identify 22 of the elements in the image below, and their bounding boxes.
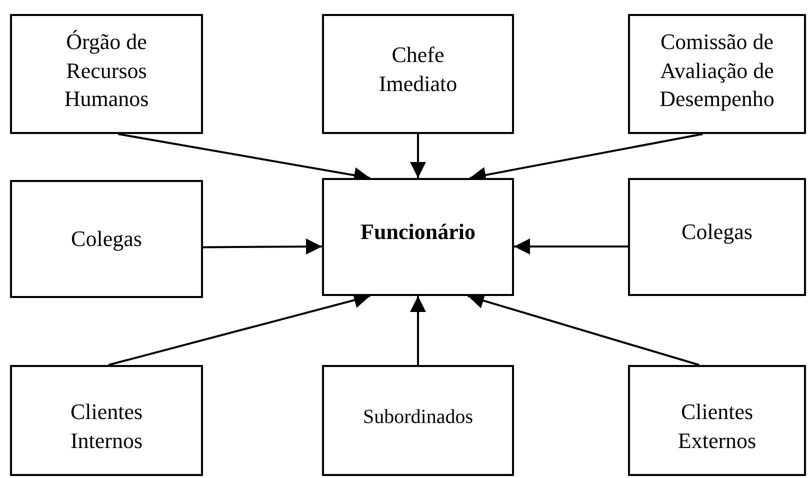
box-label: Órgão de Recursos Humanos xyxy=(63,28,150,114)
box xyxy=(10,180,203,298)
box xyxy=(628,178,806,296)
box xyxy=(322,178,514,296)
box-label: Subordinados xyxy=(363,404,473,430)
box-label: Comissão de Avaliação de Desempenho xyxy=(658,28,776,114)
box xyxy=(628,14,806,134)
box xyxy=(10,365,203,476)
box xyxy=(10,14,203,134)
box-label: Funcionário xyxy=(360,218,476,246)
box xyxy=(628,365,806,476)
box-label: Chefe Imediato xyxy=(378,41,458,98)
arrow xyxy=(514,238,628,254)
box-label: Clientes Externos xyxy=(676,398,758,454)
box-label: Clientes Internos xyxy=(69,398,144,454)
arrow xyxy=(410,134,426,178)
box-label: Colegas xyxy=(682,218,752,246)
arrow xyxy=(203,238,322,255)
box xyxy=(322,14,514,134)
box xyxy=(322,365,514,476)
box-label: Colegas xyxy=(71,224,142,253)
arrow xyxy=(410,296,426,365)
